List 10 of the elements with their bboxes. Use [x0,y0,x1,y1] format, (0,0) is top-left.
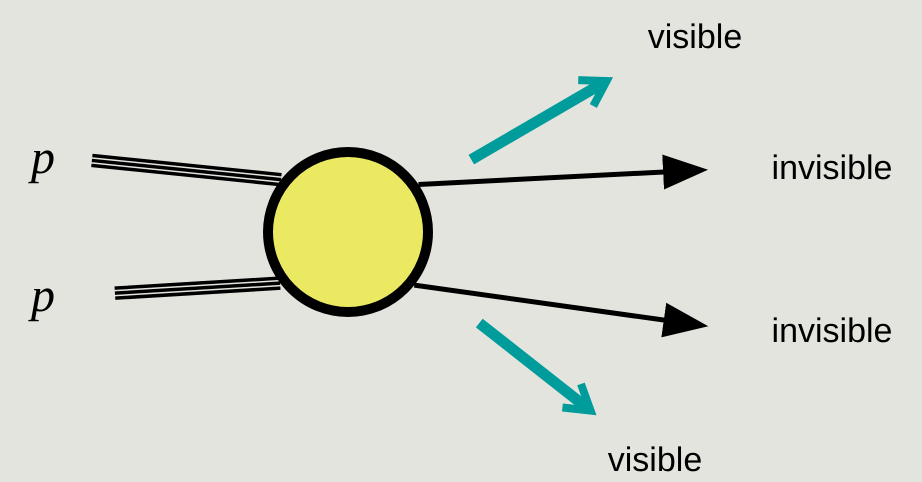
beam-lines [112,276,282,300]
arrow [476,318,595,415]
beam-lines [90,154,284,186]
particle-label: visible [648,20,742,54]
arrow [414,282,708,338]
arrow [418,154,708,190]
arrow [468,76,611,164]
particle-label: invisible [772,314,892,348]
particle-label: visible [608,443,702,477]
particle-label: invisible [772,151,892,185]
